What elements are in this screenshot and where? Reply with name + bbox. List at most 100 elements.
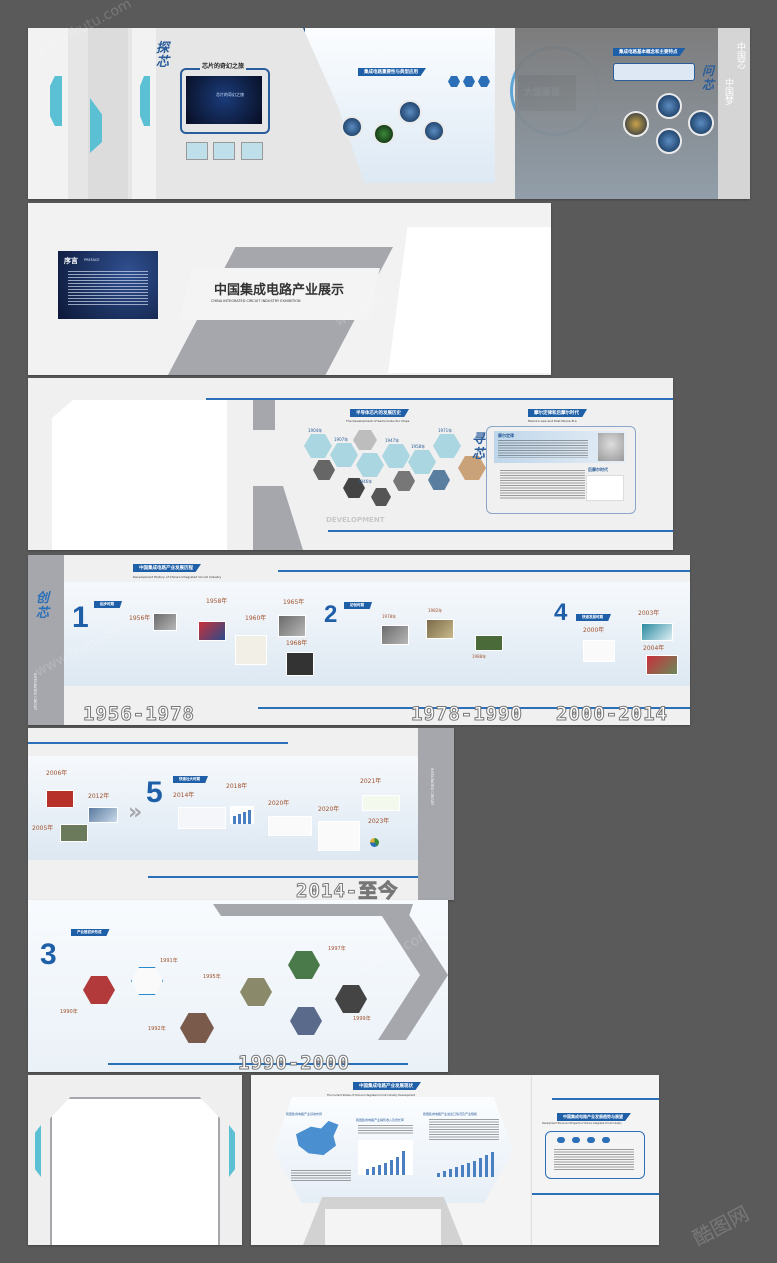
timeline-photo xyxy=(286,652,314,676)
timeline-photo xyxy=(475,635,503,651)
side-label-ask: 问芯 xyxy=(702,64,715,92)
app-circle xyxy=(423,120,445,142)
history-year: 1907年 xyxy=(334,437,349,442)
timeline-year: 1982年 xyxy=(428,608,443,613)
history-banner: 中国集成电路产业发展历程 xyxy=(133,564,201,572)
timeline-year: 1990年 xyxy=(60,1009,78,1015)
history-hex xyxy=(428,470,450,490)
features-text-box xyxy=(613,63,695,81)
history-hex xyxy=(304,434,332,458)
chip-circle xyxy=(688,110,714,136)
history-year: 1904年 xyxy=(308,428,323,433)
slogan-column: 中国芯 中国梦 xyxy=(718,28,750,199)
post-moore-title: 后摩尔时代 xyxy=(588,467,608,472)
stage-label: 起步时期 xyxy=(94,601,122,608)
app-circle xyxy=(398,100,422,124)
panel-trends: 中国集成电路产业发展趋势与展望 Development Trends and P… xyxy=(532,1075,659,1245)
timeline-photo xyxy=(46,790,74,808)
small-frame xyxy=(213,142,235,160)
blue-line-top xyxy=(28,742,288,744)
timeline-year: 1997年 xyxy=(328,946,346,952)
timeline-year: 1992年 xyxy=(148,1026,166,1032)
chip-circle xyxy=(656,128,682,154)
status-banner: 中国集成电路产业发展现状 xyxy=(353,1082,421,1090)
col3-title: 我国集成电路产业进出口情况及产业规模 xyxy=(423,1112,478,1116)
timeline-hex xyxy=(335,985,367,1013)
timeline-photo xyxy=(198,621,226,641)
trends-banner-subtitle: Development Trends and Prospects of Chin… xyxy=(542,1122,622,1125)
timeline-photo xyxy=(60,824,88,842)
timeline-year: 2005年 xyxy=(32,825,54,832)
trends-banner: 中国集成电路产业发展趋势与展望 xyxy=(557,1113,631,1121)
stage-number: 4 xyxy=(554,599,568,626)
timeline-year: 2018年 xyxy=(226,783,248,790)
video-screen[interactable]: 芯片的奇幻之旅 xyxy=(186,76,262,124)
timeline-year: 1958年 xyxy=(206,598,228,605)
small-frame xyxy=(186,142,208,160)
chevron-icon: » xyxy=(128,800,143,825)
panel-seek-chip: DEVELOPMENT 半导体芯片的发展历史 The Development o… xyxy=(28,378,673,550)
panel-explore-chip: 探芯 芯片的奇幻之旅 芯片的奇幻之旅 集成电路重要性与典型应用 大国重器 集成电… xyxy=(28,28,750,199)
history-hex xyxy=(433,434,461,458)
col1-text xyxy=(291,1170,351,1182)
pillar-decoration xyxy=(28,28,68,199)
app-circle xyxy=(373,123,395,145)
col2-chart xyxy=(358,1140,413,1175)
moore-text xyxy=(498,440,588,458)
teal-accent xyxy=(50,76,62,126)
history-subtitle: The Development of Semiconductor Chips xyxy=(346,419,410,423)
timeline-photo xyxy=(268,816,312,836)
timeline-year: 2000年 xyxy=(583,627,605,634)
chip-circle xyxy=(623,111,649,137)
timeline-photo xyxy=(235,635,267,665)
preface-en: PREFACE xyxy=(84,258,100,262)
timeline-hex xyxy=(240,978,272,1006)
history-banner: 半导体芯片的发展历史 xyxy=(350,409,409,417)
timeline-photo xyxy=(178,807,226,829)
timeline-year: 1995年 xyxy=(203,974,221,980)
timeline-year: 1999年 xyxy=(353,1016,371,1022)
slogan-china-dream: 中国梦 xyxy=(723,78,733,105)
history-year: 1947年 xyxy=(385,438,400,443)
teal-accent xyxy=(229,1125,235,1177)
timeline-year: 1960年 xyxy=(245,615,267,622)
timeline-photo xyxy=(641,623,673,641)
timeline-hex xyxy=(290,1007,322,1035)
history-year: 1971年 xyxy=(438,428,453,433)
history-hex xyxy=(371,488,391,506)
timeline-photo xyxy=(646,655,678,675)
timeline-photo xyxy=(318,821,360,851)
stage-label: 产业链初步形成 xyxy=(71,929,110,936)
timeline-photo xyxy=(362,795,400,811)
history-hex xyxy=(408,450,436,474)
title-band xyxy=(180,268,380,320)
grey-band xyxy=(213,904,413,916)
main-subtitle: CHINA INTEGRATED CIRCUIT INDUSTRY EXHIBI… xyxy=(211,299,301,303)
white-shape xyxy=(52,400,227,550)
timeline-year: 2012年 xyxy=(88,793,110,800)
trend-node xyxy=(587,1137,595,1143)
vertical-en: INTEGRATED CIRCUIT xyxy=(430,768,434,806)
timeline-photo xyxy=(153,613,177,631)
app-hex xyxy=(478,76,490,87)
timeline-year: 1988年 xyxy=(472,654,487,659)
left-column xyxy=(28,555,64,725)
col3-chart xyxy=(429,1147,499,1177)
slogan-china-chip: 中国芯 xyxy=(735,42,745,69)
timeline-photo xyxy=(88,807,118,823)
era-label: 1956-1978 xyxy=(83,703,195,726)
preface-text xyxy=(68,271,148,307)
trend-node xyxy=(557,1137,565,1143)
side-label-explore: 探芯 xyxy=(156,41,170,70)
pie-icon xyxy=(370,838,379,847)
stage-number: 1 xyxy=(72,601,89,634)
blue-line-bottom xyxy=(532,1193,659,1195)
moore-card-frame xyxy=(486,426,636,514)
timeline-photo xyxy=(583,640,615,662)
blue-line-bottom xyxy=(328,530,673,532)
timeline-year: 1965年 xyxy=(283,599,305,606)
panel-blank-frame xyxy=(28,1075,242,1245)
stage-number: 2 xyxy=(324,601,338,628)
timeline-year: 2006年 xyxy=(46,770,68,777)
history-hex xyxy=(393,471,415,491)
